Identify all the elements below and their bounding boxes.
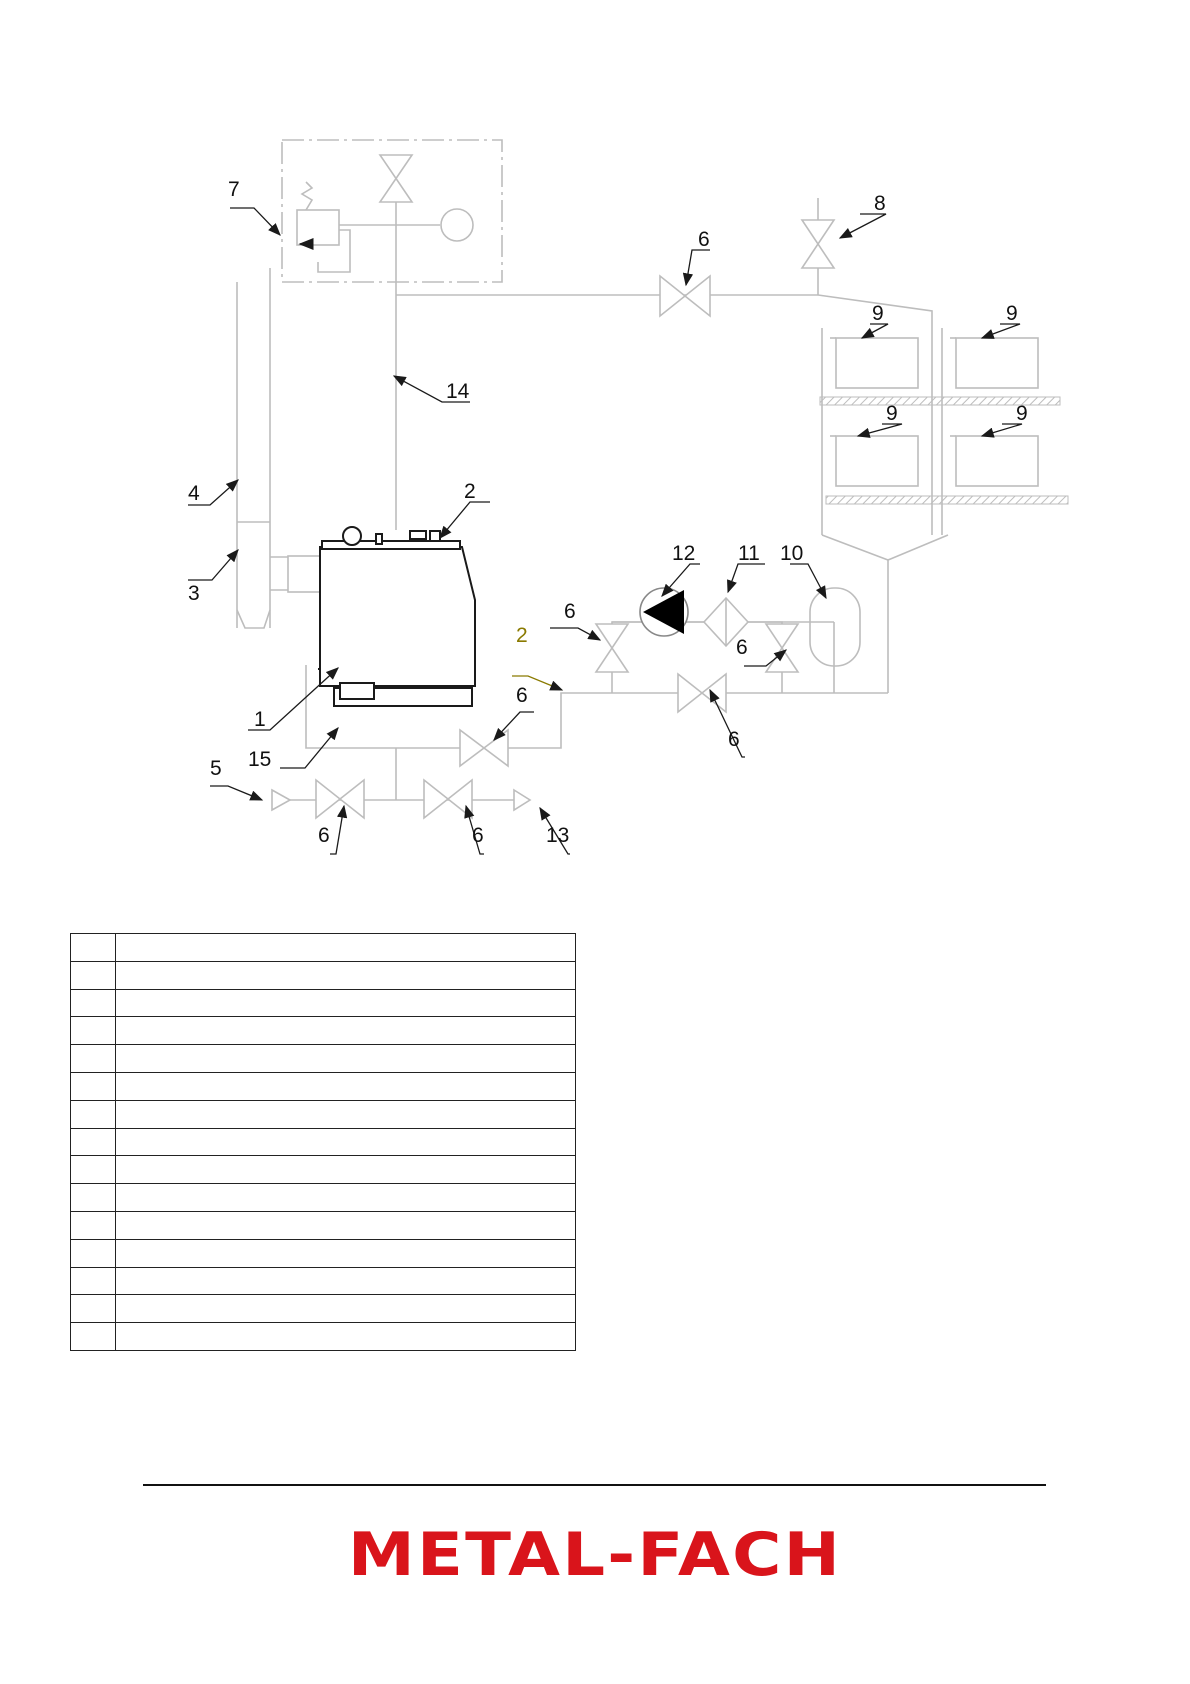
legend-row (70, 1071, 576, 1101)
label-12: 12 (672, 542, 695, 565)
circulation-pump (639, 587, 689, 637)
label-9-top-right: 9 (1006, 302, 1018, 325)
legend-number-cell (70, 1183, 116, 1212)
legend-number-cell (70, 1127, 116, 1157)
label-3: 3 (188, 582, 200, 605)
legend-number-cell (70, 1071, 116, 1101)
legend-row (70, 1155, 576, 1185)
label-9-bottom-right: 9 (1016, 402, 1028, 425)
legend-description-cell (115, 1183, 576, 1212)
label-4: 4 (188, 482, 200, 505)
label-6-drain-left: 6 (318, 824, 330, 847)
legend-table (70, 933, 576, 1351)
label-10: 10 (780, 542, 803, 565)
legend-description-cell (115, 1044, 576, 1073)
label-9-top-left: 9 (872, 302, 884, 325)
legend-row (70, 1238, 576, 1268)
label-2-alt: 2 (516, 624, 528, 647)
callout-leaders (188, 207, 1023, 855)
label-6-return: 6 (516, 684, 528, 707)
boiler (318, 526, 476, 707)
legend-description-cell (115, 1127, 576, 1157)
callout-numbers: 1 2 2 3 4 5 6 6 6 6 6 6 6 7 8 9 9 9 9 10… (188, 178, 1028, 847)
brand-logo: METAL-FACH (347, 1520, 843, 1590)
legend-number-cell (70, 1016, 116, 1046)
legend-description-cell (115, 1210, 576, 1240)
legend-description-cell (115, 1322, 576, 1351)
legend-number-cell (70, 1044, 116, 1073)
legend-number-cell (70, 1238, 116, 1268)
legend-row (70, 1099, 576, 1129)
legend-row (70, 1266, 576, 1296)
legend-number-cell (70, 960, 116, 990)
legend-row (70, 1044, 576, 1073)
legend-row (70, 960, 576, 990)
footer-rule (143, 1484, 1046, 1486)
legend-description-cell (115, 1238, 576, 1268)
label-6-pump-left: 6 (564, 600, 576, 623)
label-6-drain-right: 6 (472, 824, 484, 847)
legend-row (70, 988, 576, 1018)
floor-slab-lower (825, 495, 1069, 505)
legend-description-cell (115, 1099, 576, 1129)
label-2: 2 (464, 480, 476, 503)
legend-description-cell (115, 1266, 576, 1296)
label-6-top: 6 (698, 228, 710, 251)
legend-description-cell (115, 1071, 576, 1101)
legend-row (70, 1322, 576, 1351)
legend-row (70, 1294, 576, 1324)
label-8: 8 (874, 192, 886, 215)
legend-number-cell (70, 1210, 116, 1240)
label-7: 7 (228, 178, 240, 201)
legend-description-cell (115, 1016, 576, 1046)
label-1: 1 (254, 708, 266, 731)
legend-number-cell (70, 933, 116, 962)
legend-number-cell (70, 1099, 116, 1129)
label-13: 13 (546, 824, 569, 847)
legend-description-cell (115, 988, 576, 1018)
legend-row (70, 1127, 576, 1157)
legend-description-cell (115, 1294, 576, 1324)
label-6-bypass: 6 (728, 728, 740, 751)
legend-number-cell (70, 988, 116, 1018)
legend-number-cell (70, 1294, 116, 1324)
legend-description-cell (115, 960, 576, 990)
label-14: 14 (446, 380, 470, 403)
label-9-bottom-left: 9 (886, 402, 898, 425)
legend-row (70, 1183, 576, 1212)
legend-row (70, 933, 576, 962)
label-5: 5 (210, 757, 222, 780)
valves (271, 154, 836, 820)
legend-row (70, 1210, 576, 1240)
legend-description-cell (115, 1155, 576, 1185)
label-11: 11 (738, 542, 760, 565)
legend-description-cell (115, 933, 576, 962)
floor-slab-upper (819, 396, 1061, 406)
legend-row (70, 1016, 576, 1046)
label-6-pump-right: 6 (736, 636, 748, 659)
label-15: 15 (248, 748, 271, 771)
legend-number-cell (70, 1322, 116, 1351)
heating-system-diagram: 1 2 2 3 4 5 6 6 6 6 6 6 6 7 8 9 9 9 9 10… (188, 139, 1069, 855)
legend-number-cell (70, 1266, 116, 1296)
legend-number-cell (70, 1155, 116, 1185)
